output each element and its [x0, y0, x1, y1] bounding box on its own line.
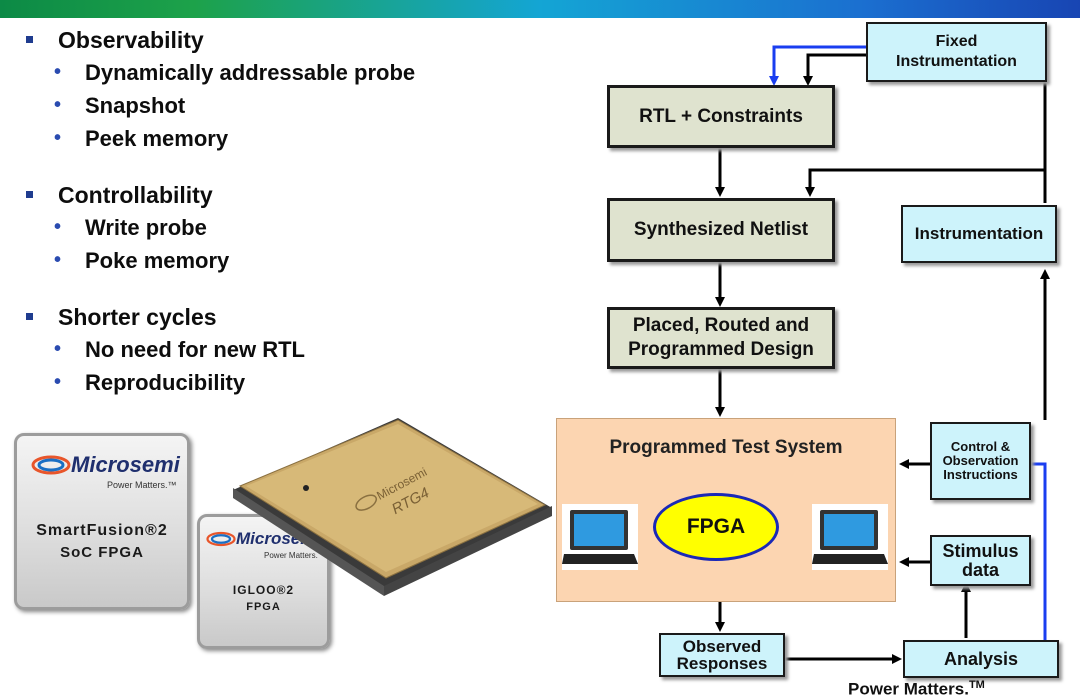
sub-bullet: Reproducibility [22, 366, 542, 399]
top-gradient-bar [0, 0, 1080, 18]
bullet-list: Observability Dynamically addressable pr… [22, 24, 542, 399]
synthesized-netlist-box: Synthesized Netlist [607, 198, 835, 262]
product-type: FPGA [246, 601, 281, 613]
product-name: SmartFusion®2 [36, 522, 168, 539]
product-name: IGLOO®2 [232, 583, 295, 597]
fixed-instrumentation-box: Fixed Instrumentation [866, 22, 1047, 82]
product-type: SoC FPGA [60, 544, 144, 561]
fpga-ellipse: FPGA [653, 493, 779, 561]
power-matters-tagline: Power Matters.™ [107, 480, 177, 490]
sub-bullet: Dynamically addressable probe [22, 56, 542, 89]
footer-power-matters: Power Matters.TM [848, 679, 985, 699]
bullet-shorter-cycles: Shorter cycles [22, 301, 542, 333]
laptop-left-icon [562, 504, 638, 570]
sub-bullet: Poke memory [22, 244, 542, 277]
sub-bullet: Peek memory [22, 122, 542, 155]
laptop-right-icon [812, 504, 888, 570]
test-system-title: Programmed Test System [609, 437, 843, 458]
analysis-box: Analysis [903, 640, 1059, 678]
sub-bullet: Snapshot [22, 89, 542, 122]
smartfusion2-card: Microsemi Power Matters.™ SmartFusion®2 … [14, 433, 190, 610]
sub-bullet: Write probe [22, 211, 542, 244]
power-matters-tagline: Power Matters. [264, 551, 318, 560]
rtl-constraints-box: RTL + Constraints [607, 85, 835, 148]
microsemi-swirl-icon [31, 455, 71, 475]
microsemi-logo: Microsemi [31, 452, 180, 478]
placed-routed-box: Placed, Routed and Programmed Design [607, 307, 835, 369]
microsemi-swirl-icon [206, 531, 236, 547]
observed-responses-box: Observed Responses [659, 633, 785, 677]
stimulus-data-box: Stimulus data [930, 535, 1031, 586]
bullet-observability: Observability [22, 24, 542, 56]
control-observation-box: Control & Observation Instructions [930, 422, 1031, 500]
instrumentation-box: Instrumentation [901, 205, 1057, 263]
igloo2-card: Microsemi Power Matters. IGLOO®2 FPGA [197, 514, 330, 649]
sub-bullet: No need for new RTL [22, 333, 542, 366]
bullet-controllability: Controllability [22, 179, 542, 211]
